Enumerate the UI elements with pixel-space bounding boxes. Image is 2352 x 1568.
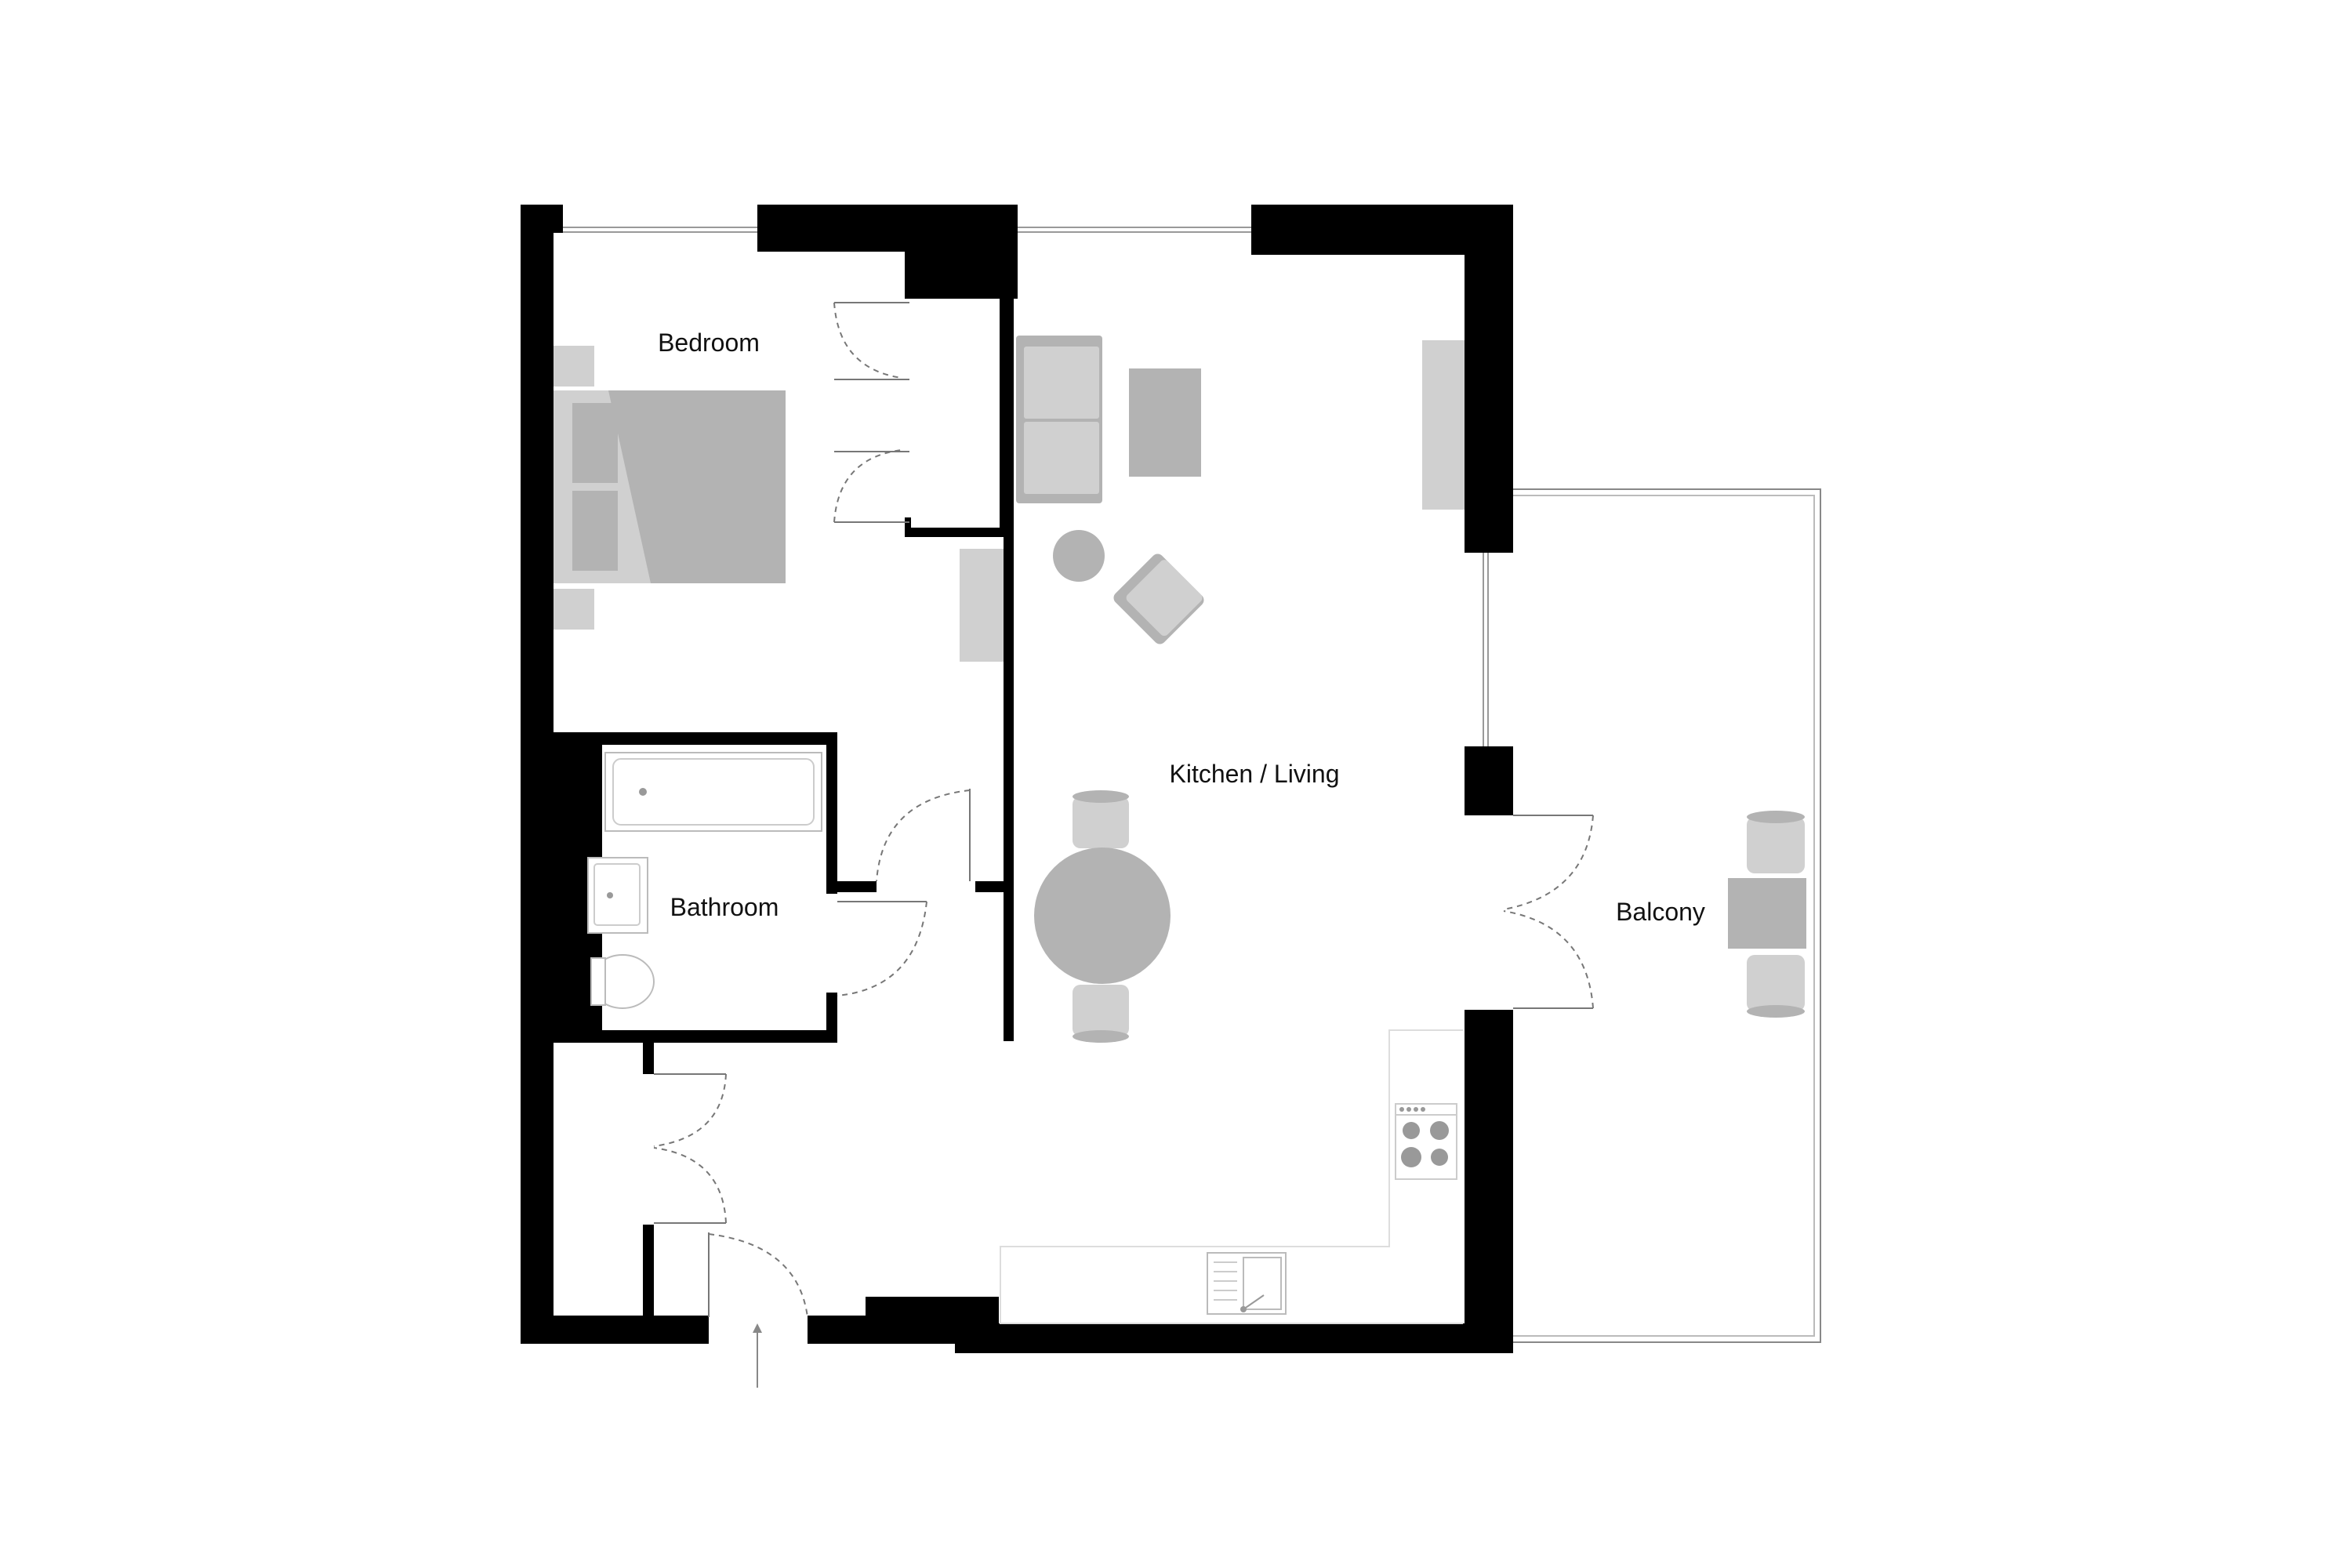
balcony-table	[1728, 878, 1806, 949]
walls	[521, 205, 1513, 1353]
entrance-arrow-icon	[753, 1323, 762, 1388]
dining-chair-bottom	[1073, 985, 1129, 1043]
toilet	[590, 954, 655, 1009]
hob	[1395, 1103, 1457, 1180]
balcony-chair-top	[1747, 811, 1805, 873]
side-table	[1053, 530, 1105, 582]
windows	[563, 227, 1489, 750]
balcony-outline	[1513, 488, 1821, 1343]
bathroom-sink	[587, 857, 648, 934]
room-label-bathroom: Bathroom	[670, 893, 779, 921]
bedroom-desk	[960, 549, 1004, 662]
bedside-table-bottom	[554, 589, 594, 630]
dining-table	[1034, 848, 1171, 984]
room-label-balcony: Balcony	[1616, 898, 1705, 926]
sofa	[1016, 336, 1102, 503]
kitchen-sink	[1207, 1252, 1287, 1315]
kitchen-counter	[1000, 1029, 1463, 1324]
bathtub	[604, 752, 822, 832]
tv-unit	[1422, 340, 1465, 510]
armchair	[1113, 554, 1204, 644]
room-label-bedroom: Bedroom	[658, 328, 760, 357]
bedside-table-top	[554, 346, 594, 387]
balcony-chair-bottom	[1747, 955, 1805, 1018]
coffee-table	[1129, 368, 1201, 477]
bed	[554, 390, 786, 583]
dining-chair-top	[1073, 790, 1129, 848]
room-label-kitchen-living: Kitchen / Living	[1169, 760, 1339, 788]
door-swings	[653, 302, 1594, 1318]
